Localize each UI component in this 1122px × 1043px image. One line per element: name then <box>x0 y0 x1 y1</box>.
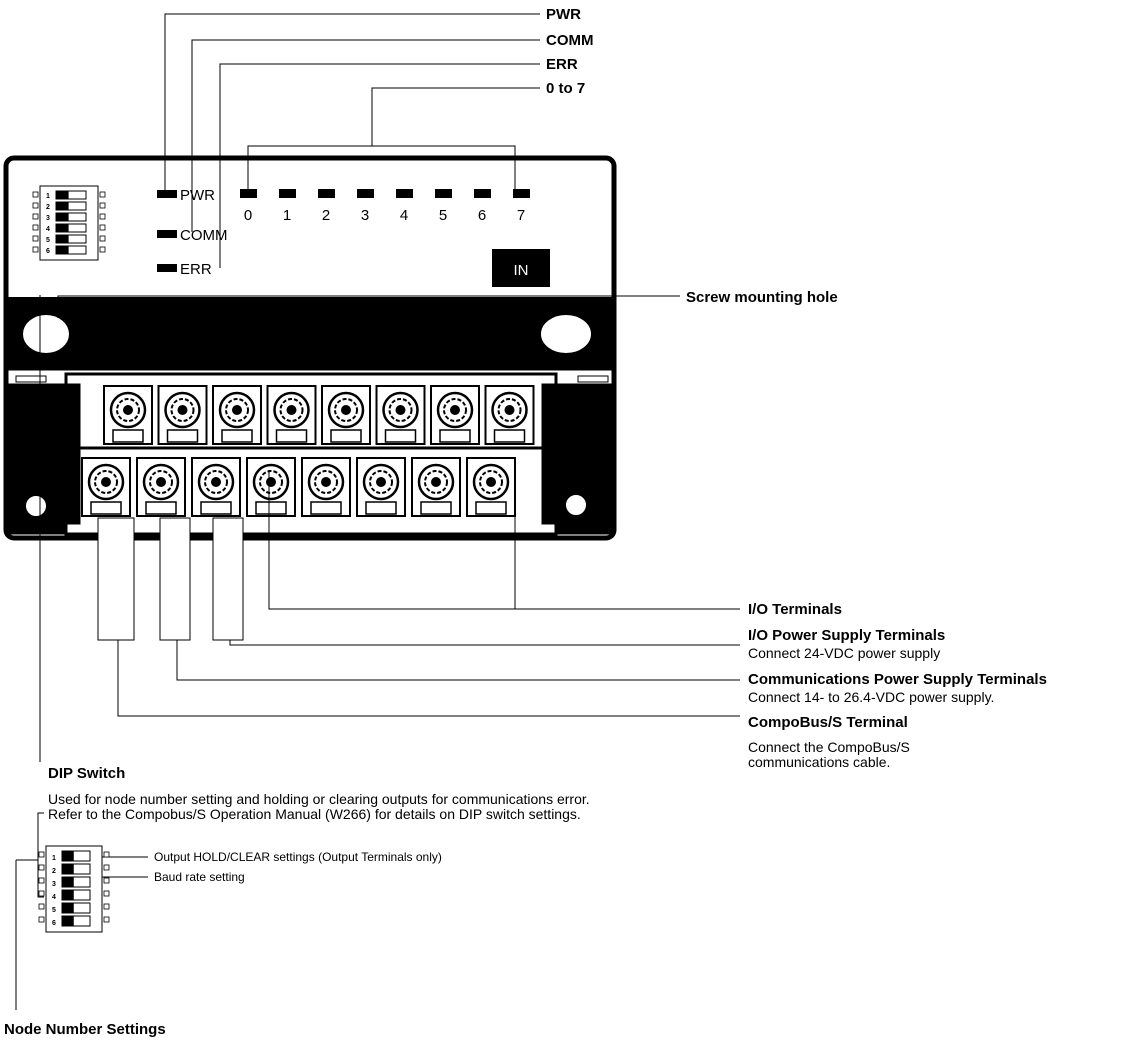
dip-number: 6 <box>46 248 50 255</box>
detail-dip-switch[interactable]: 1 2 3 4 5 6 <box>38 845 110 933</box>
dip-number: 2 <box>46 204 50 211</box>
device-dip-switch[interactable]: 1 2 3 4 5 6 <box>32 185 106 261</box>
dip-number: 4 <box>46 226 50 233</box>
dip-switch-desc-1: Used for node number setting and holding… <box>48 791 590 807</box>
io-led-3 <box>357 189 374 198</box>
lead-wires <box>97 517 244 641</box>
dip-pin1-label: Output HOLD/CLEAR settings (Output Termi… <box>154 850 442 864</box>
side-screw-left <box>24 494 48 518</box>
io-led-label: 5 <box>439 207 447 224</box>
node-number-settings: Node Number Settings <box>4 1021 166 1038</box>
io-led-7 <box>513 189 530 198</box>
io-led-4 <box>396 189 413 198</box>
screw-hole-left <box>21 313 71 355</box>
dip-pin2-label: Baud rate setting <box>154 870 245 884</box>
io-led-5 <box>435 189 452 198</box>
io-power-desc: Connect 24-VDC power supply <box>748 645 940 661</box>
dip-number: 1 <box>46 193 50 200</box>
led-pwr-label: PWR <box>180 187 215 204</box>
callout-range: 0 to 7 <box>546 80 585 97</box>
io-led-label: 0 <box>244 207 252 224</box>
dip-number: 5 <box>46 237 50 244</box>
io-led-0 <box>240 189 257 198</box>
dip-number: 1 <box>52 855 56 862</box>
dip-number: 3 <box>52 881 56 888</box>
compobus-title: CompoBus/S Terminal <box>748 714 908 731</box>
comm-power-desc: Connect 14- to 26.4-VDC power supply. <box>748 689 994 705</box>
callout-lines <box>15 13 740 1010</box>
io-led-label: 6 <box>478 207 486 224</box>
io-led-1 <box>279 189 296 198</box>
dip-number: 6 <box>52 920 56 927</box>
dip-number: 2 <box>52 868 56 875</box>
io-label-box <box>492 249 550 287</box>
callout-err: ERR <box>546 56 578 73</box>
comm-power-title: Communications Power Supply Terminals <box>748 671 1047 688</box>
callout-comm: COMM <box>546 32 594 49</box>
io-leds: 0 1 2 3 4 5 6 7 <box>240 189 530 224</box>
io-terminals-title: I/O Terminals <box>748 601 842 618</box>
led-err-label: ERR <box>180 261 212 278</box>
dip-switch-title: DIP Switch <box>48 765 125 782</box>
led-pwr: PWR <box>157 187 215 204</box>
io-label: IN <box>514 262 529 279</box>
callout-pwr: PWR <box>546 6 581 23</box>
dip-number: 5 <box>52 907 56 914</box>
io-power-title: I/O Power Supply Terminals <box>748 627 945 644</box>
dip-number: 4 <box>52 894 56 901</box>
dip-switch-desc-2: Refer to the Compobus/S Operation Manual… <box>48 806 581 822</box>
callout-screw-hole: Screw mounting hole <box>686 289 838 306</box>
io-led-label: 3 <box>361 207 369 224</box>
compobus-desc-2: communications cable. <box>748 754 890 770</box>
io-led-label: 7 <box>517 207 525 224</box>
io-led-6 <box>474 189 491 198</box>
io-led-label: 4 <box>400 207 408 224</box>
io-led-label: 1 <box>283 207 291 224</box>
dip-number: 3 <box>46 215 50 222</box>
side-screw-right <box>564 493 588 517</box>
compobus-desc-1: Connect the CompoBus/S <box>748 739 910 755</box>
io-led-2 <box>318 189 335 198</box>
screw-hole-right <box>539 313 593 355</box>
led-err: ERR <box>157 261 212 278</box>
io-led-label: 2 <box>322 207 330 224</box>
